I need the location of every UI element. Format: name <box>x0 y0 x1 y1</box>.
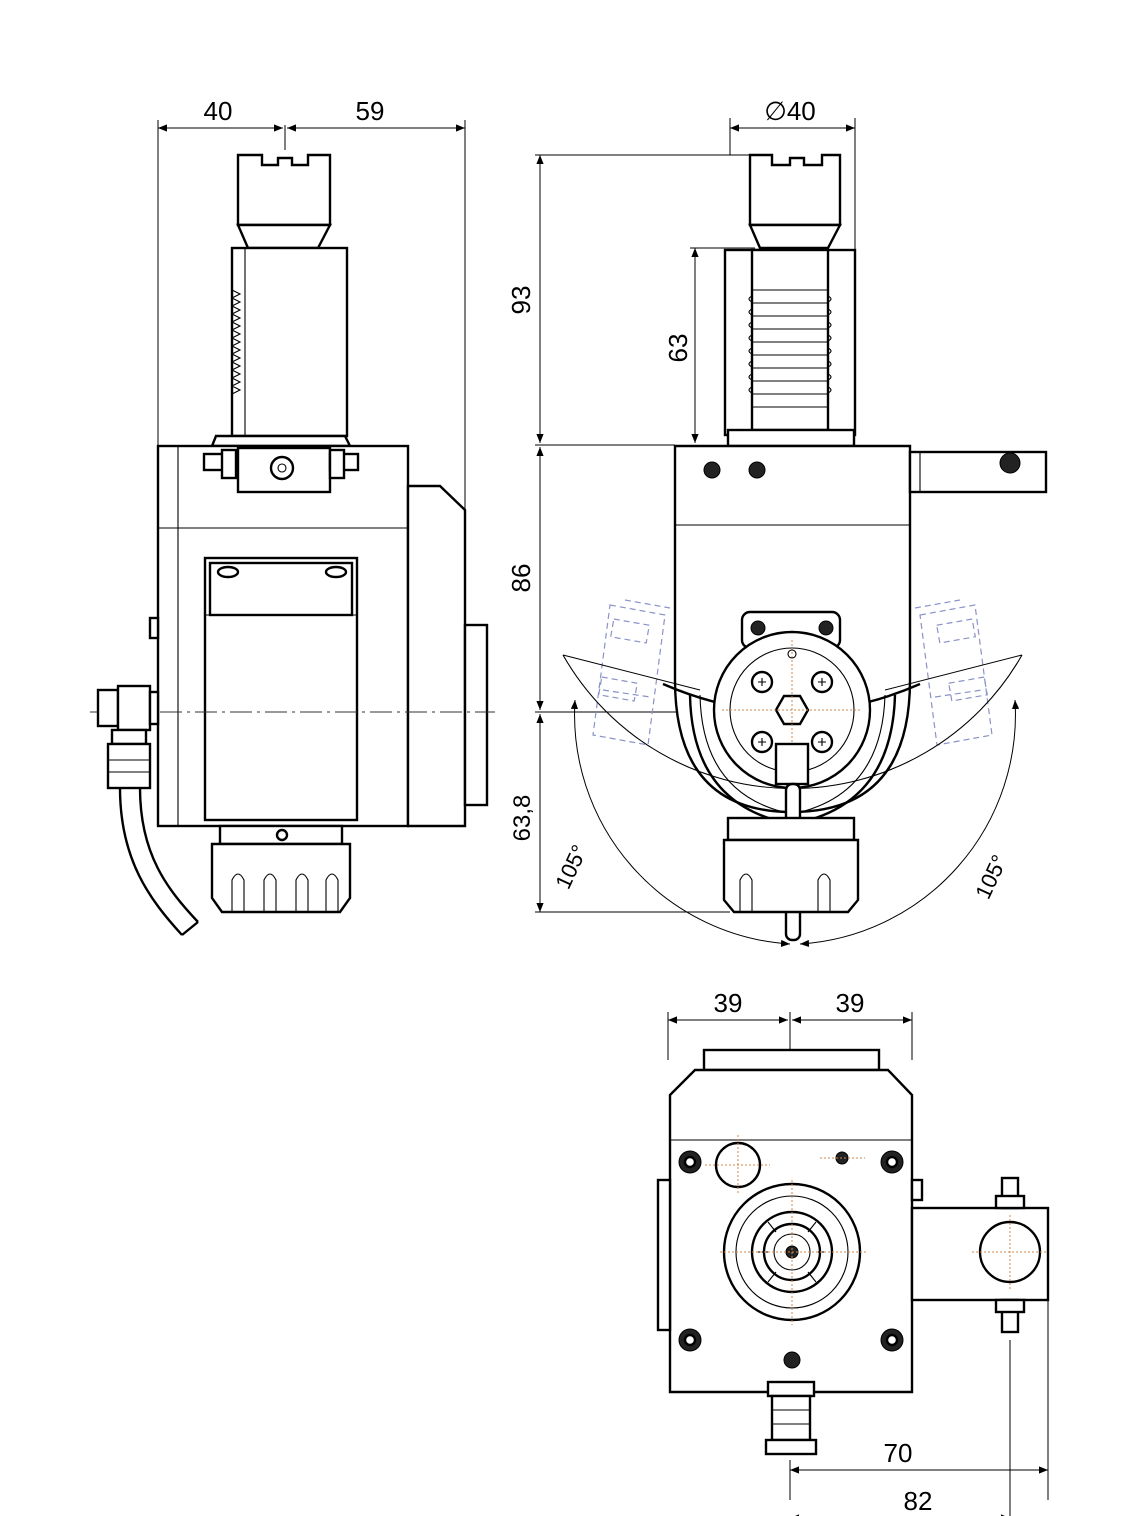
dim-front-diameter: ∅40 <box>764 96 816 126</box>
dim-bottom-39-left: 39 <box>714 988 743 1018</box>
bottom-view: 39 39 70 82 <box>656 988 1050 1516</box>
dim-front-63: 63 <box>663 334 693 363</box>
dim-bottom-70: 70 <box>884 1438 913 1468</box>
dim-side-40: 40 <box>204 96 233 126</box>
dim-front-63-8: 63,8 <box>509 795 536 842</box>
dim-front-86: 86 <box>506 564 536 593</box>
dim-angle-left: 105° <box>550 841 592 893</box>
dim-bottom-82: 82 <box>904 1486 933 1516</box>
front-view: ∅40 93 63 86 63,8 105° 105° <box>506 96 1048 948</box>
dim-bottom-39-right: 39 <box>836 988 865 1018</box>
dim-front-93: 93 <box>506 286 536 315</box>
side-view: 40 59 <box>90 96 495 936</box>
dim-angle-right: 105° <box>970 851 1012 903</box>
dim-side-59: 59 <box>356 96 385 126</box>
